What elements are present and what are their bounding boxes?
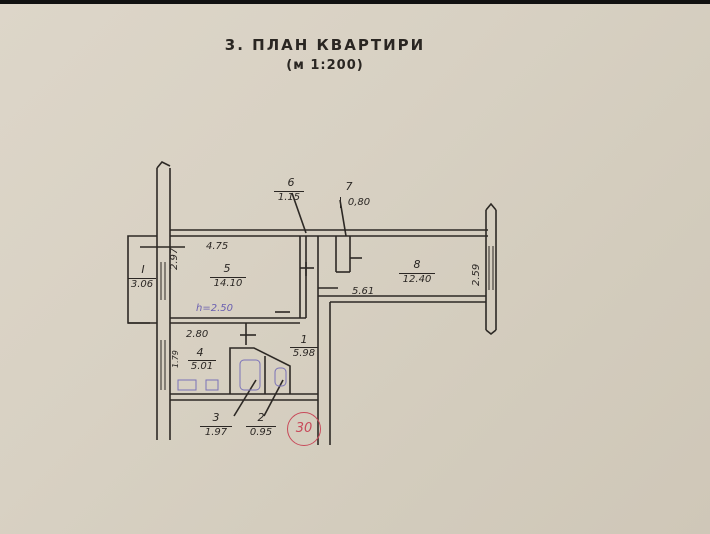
room-2-area: 0.95 xyxy=(246,426,276,438)
room-1-number: 1 xyxy=(300,333,308,346)
room-4-number: 4 xyxy=(196,346,204,359)
balcony-area: 3.06 xyxy=(128,278,156,290)
dim-room5-depth: 2.97 xyxy=(169,247,180,270)
room-5-area: 14.10 xyxy=(210,277,246,289)
room-8-area: 12.40 xyxy=(399,273,435,285)
room-1-area: 5.98 xyxy=(290,347,318,359)
plan-title: 3. ПЛАН КВАРТИРИ xyxy=(224,36,426,54)
stamp-number: 30 xyxy=(287,412,321,446)
dim-room5-width: 4.75 xyxy=(206,241,229,252)
dim-room4-depth: 1.79 xyxy=(171,350,180,368)
room-8-number: 8 xyxy=(413,258,421,271)
room-7-number: 7 xyxy=(345,180,353,193)
room-3-area: 1.97 xyxy=(200,426,232,438)
room-2-number: 2 xyxy=(257,411,265,424)
dim-room4-width: 2.80 xyxy=(186,329,209,340)
room-5-number: 5 xyxy=(223,262,231,275)
dim-room8-depth: 2.59 xyxy=(471,263,482,286)
plan-scale: (м 1:200) xyxy=(286,58,364,73)
top-border xyxy=(0,0,710,4)
balcony-number: I xyxy=(141,263,145,276)
room-7-area: 0,80 xyxy=(340,197,374,208)
room-6-number: 6 xyxy=(287,176,295,189)
room-4-area: 5.01 xyxy=(188,360,216,372)
room-3-number: 3 xyxy=(212,411,220,424)
room-6-area: 1.15 xyxy=(274,191,304,203)
ceiling-height: h=2.50 xyxy=(196,303,233,314)
dim-room8-width: 5.61 xyxy=(352,286,375,297)
